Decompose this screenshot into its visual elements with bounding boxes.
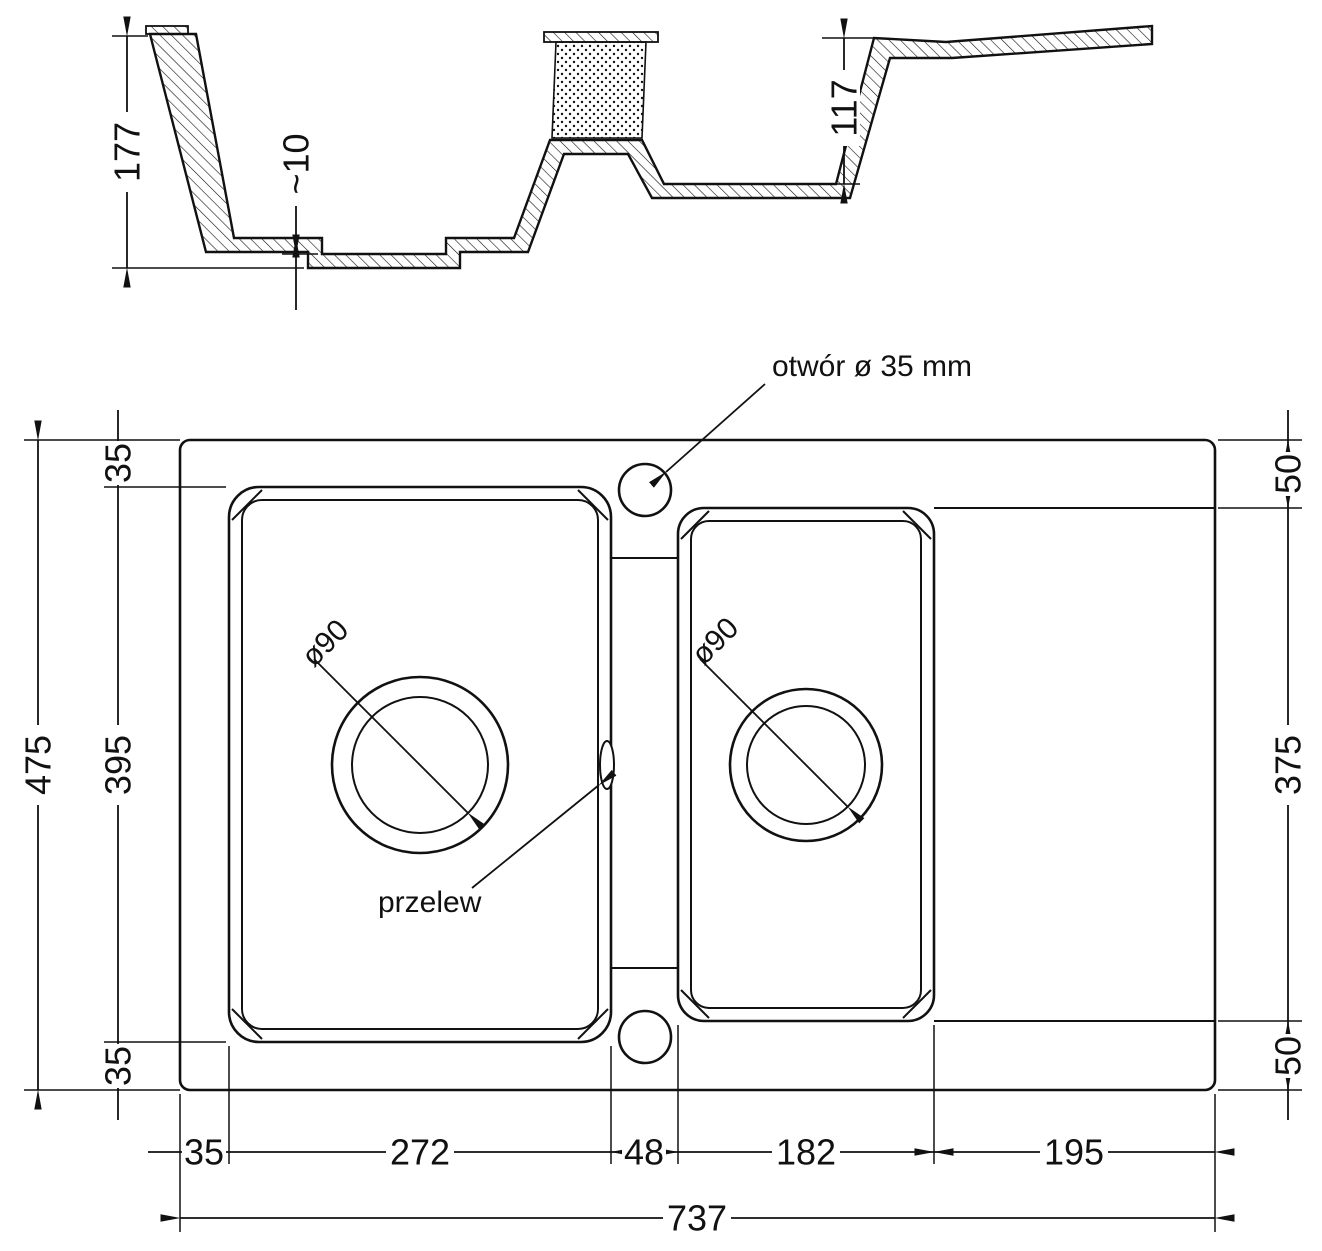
overflow-slot (599, 740, 615, 790)
drain-left-inner (351, 696, 489, 834)
corner-chamfer (577, 1008, 609, 1040)
dim-margin-top: 35 (98, 443, 139, 483)
right-bowl (676, 506, 936, 1023)
section-rim-lip (145, 25, 189, 35)
dim-right-bottom: 50 (1268, 1036, 1309, 1076)
drain-left-outer (330, 675, 510, 855)
corner-chamfer (902, 989, 932, 1019)
left-bowl (227, 485, 613, 1044)
faucet-hole-top (617, 462, 673, 518)
dim-total-width: 737 (667, 1198, 727, 1239)
leader-faucet-hole (648, 383, 766, 488)
plan-dims-bottom: 35 272 48 182 195 737 (148, 1132, 1235, 1239)
corner-chamfer (902, 510, 932, 540)
label-drain-right: ø90 (685, 611, 745, 671)
sink-outer-edge (178, 438, 1217, 1092)
corner-chamfer (231, 1008, 263, 1040)
faucet-hole-bottom (617, 1009, 673, 1065)
dim-bowl1-width: 272 (390, 1132, 450, 1173)
leader-overflow (471, 769, 617, 889)
leader-drain-right (699, 658, 865, 824)
plan-dims-left: 475 395 35 35 (18, 410, 139, 1120)
plan-extension-lines (24, 439, 1302, 1232)
label-overflow: przelew (378, 886, 482, 919)
dim-bowl-depth-left: 177 (107, 122, 148, 182)
corner-chamfer (577, 489, 609, 521)
drain-right-inner (746, 705, 866, 825)
dim-drainer-width: 195 (1044, 1132, 1104, 1173)
dim-right-top: 50 (1268, 454, 1309, 494)
corner-chamfer (231, 489, 263, 521)
corner-chamfer (680, 989, 710, 1019)
section-view: 177 ~10 117 (107, 16, 1154, 310)
section-divider-deck (543, 31, 659, 43)
dim-bowl2-width: 182 (776, 1132, 836, 1173)
section-wall-profile (148, 24, 1154, 270)
section-divider-dotted (551, 41, 647, 139)
dim-margin-bottom: 35 (98, 1046, 139, 1086)
dim-bottom-left-margin: 35 (184, 1132, 224, 1173)
plan-dims-right: 50 375 50 (1268, 410, 1309, 1120)
dim-bottom-step: ~10 (276, 133, 317, 194)
plan-view: ø90 ø90 otwór ø 35 mm przelew (18, 350, 1309, 1239)
label-faucet-hole: otwór ø 35 mm (772, 350, 972, 383)
drain-right-outer (728, 687, 884, 843)
dim-drainer-height: 375 (1268, 735, 1309, 795)
dim-total-height: 475 (18, 735, 59, 795)
leader-drain-left (313, 658, 485, 830)
dim-bowl-height: 395 (98, 735, 139, 795)
label-drain-left: ø90 (295, 613, 355, 673)
dim-center-gap: 48 (624, 1132, 664, 1173)
corner-chamfer (680, 510, 710, 540)
dim-bowl-depth-right: 117 (824, 79, 865, 136)
